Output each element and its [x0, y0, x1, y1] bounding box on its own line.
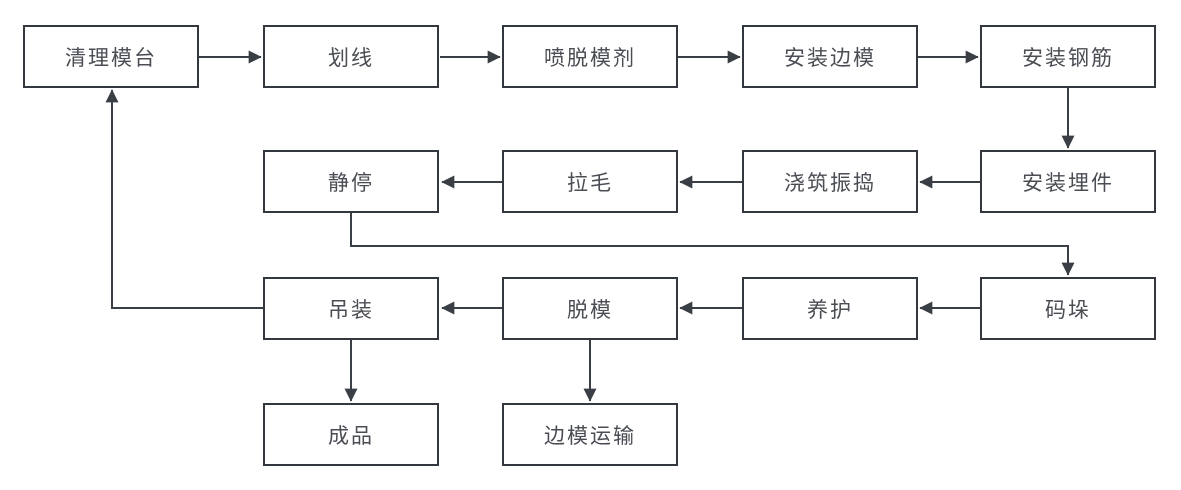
node-clean-mold-table: 清理模台 — [23, 25, 199, 88]
node-hoisting: 吊装 — [263, 277, 439, 340]
edge-hoisting-to-clean-mold-table — [105, 89, 263, 309]
node-resting: 静停 — [263, 150, 439, 213]
node-install-rebar: 安装钢筋 — [980, 25, 1156, 88]
node-spray-release-agent: 喷脱模剂 — [502, 25, 678, 88]
node-stacking: 码垛 — [980, 277, 1156, 340]
node-install-embedded-parts: 安装埋件 — [980, 150, 1156, 213]
node-roughening: 拉毛 — [502, 150, 678, 213]
node-demolding: 脱模 — [502, 277, 678, 340]
node-marking: 划线 — [263, 25, 439, 88]
edge-resting-to-stacking — [350, 213, 1075, 276]
node-pour-and-vibrate: 浇筑振捣 — [742, 150, 918, 213]
node-side-mold-transport: 边模运输 — [502, 403, 678, 466]
node-finished-product: 成品 — [263, 403, 439, 466]
node-curing: 养护 — [742, 277, 918, 340]
node-install-side-mold: 安装边模 — [742, 25, 918, 88]
